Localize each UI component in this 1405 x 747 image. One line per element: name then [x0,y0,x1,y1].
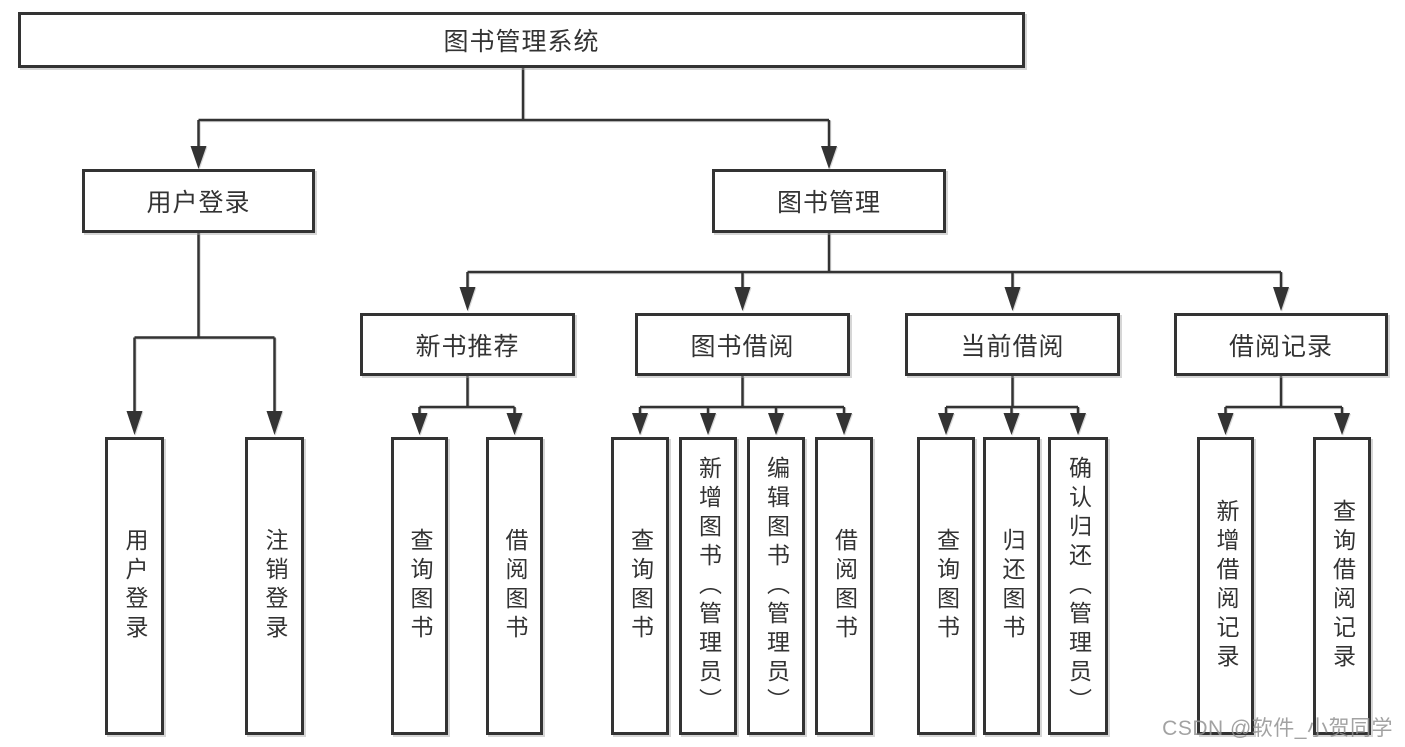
node-book-borrow: 图书借阅 [635,313,850,376]
leaf-borrow-books-recommend: 借阅图书 [486,437,543,735]
node-label: 新书推荐 [415,332,520,361]
leaf-query-books-recommend: 查询图书 [391,437,448,735]
node-user-login: 用户登录 [82,169,315,233]
node-label: 图书借阅 [690,332,795,361]
node-label: 借阅图书 [502,528,528,644]
node-label: 借阅图书 [831,528,858,644]
arrowheads [126,146,1350,435]
node-label: 图书管理系统 [443,28,600,56]
leaf-add-borrow-record: 新增借阅记录 [1197,437,1254,735]
node-label: 归还图书 [999,528,1025,644]
node-label: 注销登录 [262,528,288,644]
node-label: 新增图书（管理员） [695,455,722,717]
node-book-management: 图书管理 [712,169,946,233]
node-label: 新增借阅记录 [1213,499,1239,673]
leaf-return-books: 归还图书 [983,437,1040,735]
leaf-edit-books-admin: 编辑图书（管理员） [747,437,805,735]
node-label: 用户登录 [122,528,148,644]
node-root-system: 图书管理系统 [18,12,1025,68]
leaf-logout-login: 注销登录 [245,437,304,735]
node-current-borrow: 当前借阅 [905,313,1120,376]
leaf-borrow-books: 借阅图书 [815,437,873,735]
watermark: CSDN @软件_小贺同学 [1162,717,1393,740]
node-label: 查询图书 [407,528,433,644]
node-label: 用户登录 [146,189,251,217]
node-label: 确认归还（管理员） [1065,455,1092,717]
leaf-add-books-admin: 新增图书（管理员） [679,437,737,735]
node-label: 借阅记录 [1228,332,1333,361]
leaf-query-books-current: 查询图书 [917,437,975,735]
node-label: 查询图书 [627,528,654,644]
node-label: 图书管理 [776,189,881,217]
node-borrow-records: 借阅记录 [1174,313,1388,376]
node-label: 查询图书 [933,528,960,644]
node-label: 当前借阅 [960,332,1065,361]
leaf-query-books-borrow: 查询图书 [611,437,669,735]
leaf-confirm-return-admin: 确认归还（管理员） [1048,437,1108,735]
node-label: 查询借阅记录 [1329,499,1356,673]
leaf-user-login: 用户登录 [105,437,164,735]
leaf-query-borrow-record: 查询借阅记录 [1313,437,1371,735]
node-label: 编辑图书（管理员） [763,455,790,717]
node-new-book-recommend: 新书推荐 [360,313,575,376]
